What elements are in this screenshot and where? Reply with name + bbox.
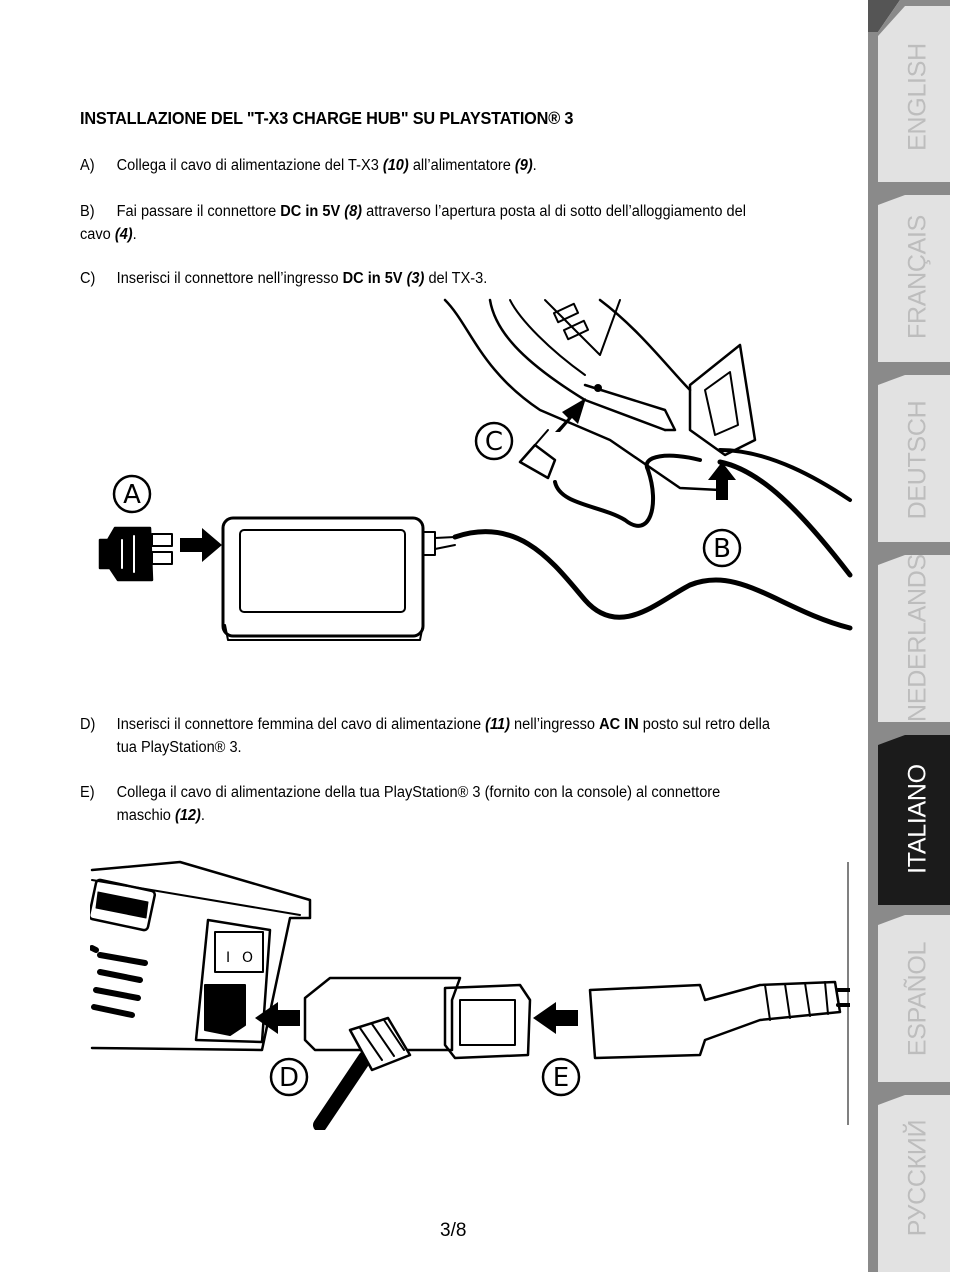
step-text: Collega il cavo di alimentazione del T-X… <box>116 157 383 174</box>
callout-c-circle <box>474 421 514 461</box>
part-ref: (3) <box>406 270 425 287</box>
step-text: Collega il cavo di alimentazione della t… <box>116 784 721 824</box>
connector-name: AC IN <box>599 716 639 733</box>
callout-e-circle <box>541 1057 581 1097</box>
step-letter: A) <box>80 157 95 174</box>
step-text: . <box>532 157 537 174</box>
callout-d: D <box>279 1063 299 1093</box>
step-b: B) Fai passare il connettore DC in 5V (8)… <box>80 200 780 246</box>
step-text: attraverso l’apertura posta al di sotto … <box>80 203 746 243</box>
tab-italiano <box>878 735 950 905</box>
switch-off-label: O <box>242 950 253 966</box>
part-ref: (10) <box>382 157 409 174</box>
figure-ps3-ac-connection: D E I O <box>90 860 850 1130</box>
tab-espanol <box>878 915 950 1082</box>
step-d: D) Inserisci il connettore femmina del ca… <box>80 713 780 763</box>
connector-name: DC in 5V <box>280 203 341 220</box>
part-ref: (8) <box>344 203 363 220</box>
step-text: . <box>200 807 205 824</box>
step-text: Fai passare il connettore <box>116 203 281 220</box>
step-text: nell’ingresso <box>509 716 600 733</box>
callout-e: E <box>553 1063 569 1093</box>
tab-label-deutsch[interactable]: DEUTSCH <box>903 400 932 520</box>
callout-a-circle <box>112 474 152 514</box>
step-text: posto sul retro della tua PlayStation® 3… <box>116 716 770 756</box>
tab-english <box>878 6 950 182</box>
step-letter: B) <box>80 203 95 220</box>
switch-on-label: I <box>226 950 230 966</box>
page-title: INSTALLAZIONE DEL "T-X3 CHARGE HUB" SU P… <box>80 108 574 128</box>
step-letter: C) <box>80 270 96 287</box>
tab-label-espanol[interactable]: ESPAÑOL <box>903 941 932 1057</box>
step-letter: D) <box>80 716 96 733</box>
tab-nederlands <box>878 555 950 722</box>
step-letter: E) <box>80 784 95 801</box>
connector-name: DC in 5V <box>342 270 403 287</box>
figure-power-adapter-connection: A C B <box>98 298 853 641</box>
part-ref: (4) <box>114 226 133 243</box>
tab-label-francais[interactable]: FRANÇAIS <box>903 214 932 340</box>
callout-b: B <box>713 534 731 564</box>
step-text: del TX-3. <box>424 270 488 287</box>
part-ref: (12) <box>174 807 201 824</box>
tab-russian <box>878 1095 950 1272</box>
callout-b-circle <box>702 528 742 568</box>
step-text: all’alimentatore <box>408 157 515 174</box>
tab-label-english[interactable]: ENGLISH <box>903 43 932 151</box>
step-c: C)Inserisci il connettore nell’ingresso … <box>80 267 780 290</box>
callout-a: A <box>123 480 141 510</box>
step-e: E) Collega il cavo di alimentazione della… <box>80 781 780 831</box>
tab-label-italiano[interactable]: ITALIANO <box>903 764 932 874</box>
callout-d-circle <box>269 1057 309 1097</box>
tab-label-nederlands[interactable]: NEDERLANDS <box>903 554 932 722</box>
tab-deutsch <box>878 375 950 542</box>
step-a: A) Collega il cavo di alimentazione del T… <box>80 154 780 177</box>
part-ref: (11) <box>485 716 510 733</box>
step-text: Inserisci il connettore femmina del cavo… <box>116 716 486 733</box>
tab-label-russian[interactable]: РУССКИЙ <box>903 1119 932 1237</box>
page-number: 3/8 <box>440 1220 467 1241</box>
callout-c: C <box>485 427 503 457</box>
step-text: . <box>132 226 137 243</box>
part-ref: (9) <box>514 157 533 174</box>
step-text: Inserisci il connettore nell’ingresso <box>116 270 343 287</box>
language-sidebar <box>868 0 954 1272</box>
tab-francais <box>878 195 950 362</box>
